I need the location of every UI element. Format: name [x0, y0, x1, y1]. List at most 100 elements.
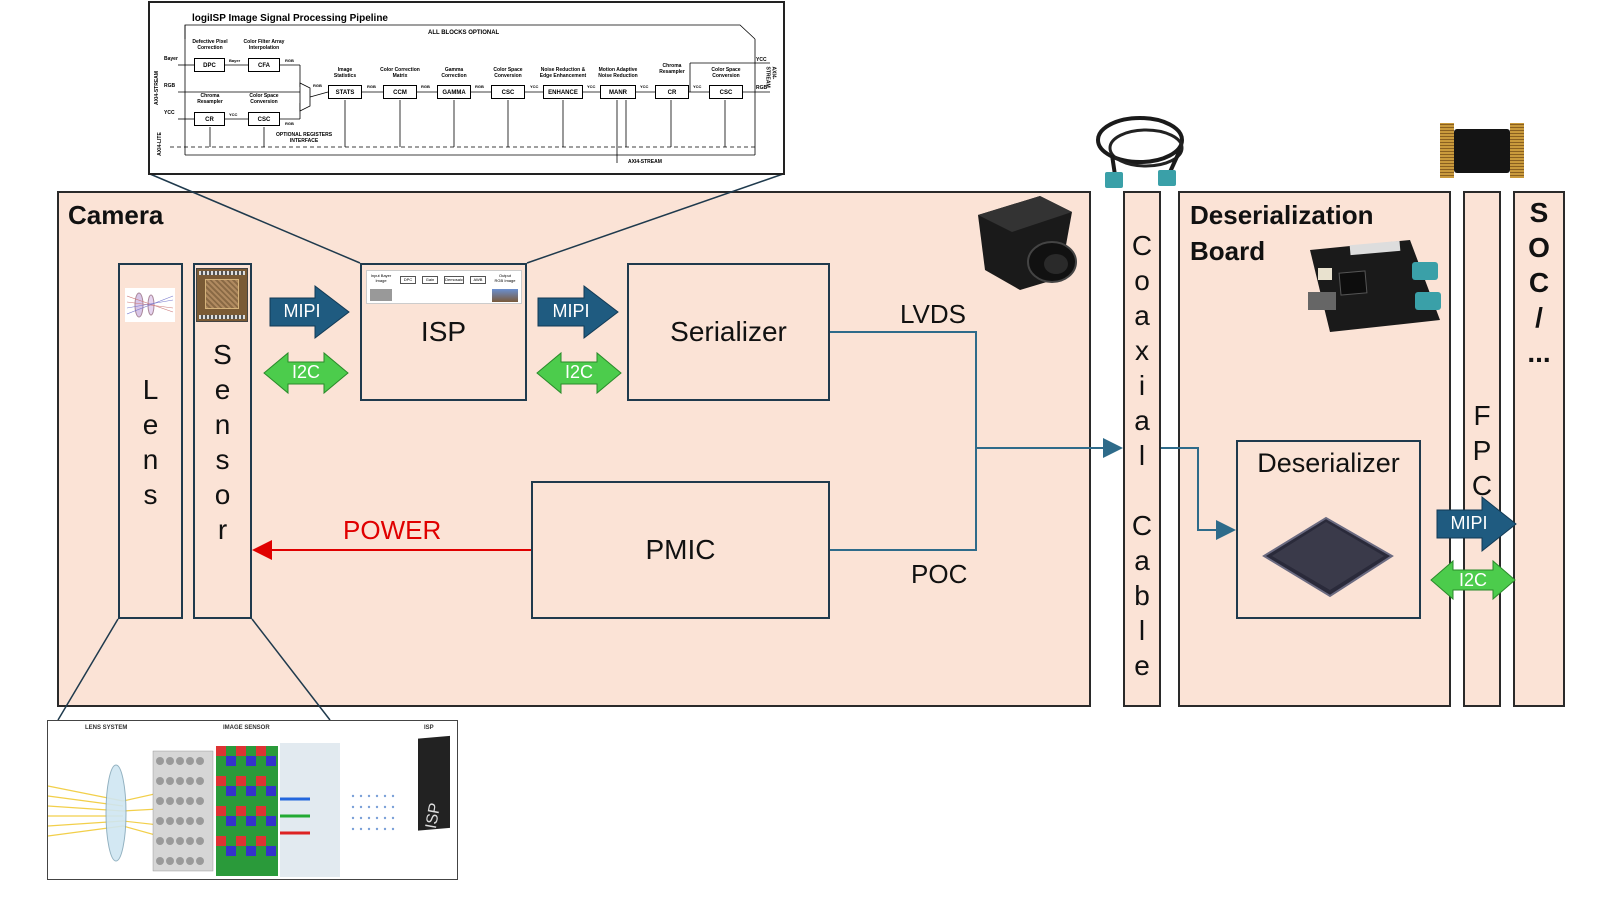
pipeline-caption-dpc: Defective Pixel Correction: [192, 39, 228, 51]
mipi-arrow-sensor-isp: [269, 284, 350, 340]
serializer-label: Serializer: [670, 316, 787, 347]
power-label: POWER: [343, 515, 442, 545]
pipeline-caption-stats: Image Statistics: [333, 67, 357, 79]
fpc-strip: [1463, 191, 1501, 707]
lvds-line: [830, 331, 977, 448]
i2c-arrow-deserializer-soc: [1430, 559, 1516, 601]
pipeline-caption-cfa: Color Filter Array Interpolation: [243, 39, 285, 51]
input-rgb-label: RGB: [164, 83, 176, 89]
sensor-block: [193, 263, 252, 619]
input-ycc-label: YCC: [164, 110, 175, 116]
pipeline-caption-cr-mid: Chroma Resampler: [659, 63, 685, 75]
serializer-block: [627, 263, 830, 401]
isp-caption: ISP: [424, 725, 434, 731]
output-ycc-label: YCC: [756, 57, 767, 63]
pipeline-block-cr-mid: CR: [655, 85, 689, 99]
pipeline-block-manr: MANR: [600, 85, 636, 99]
coax-to-deserializer-line: [1161, 447, 1236, 540]
i2c-label-1: I2C: [291, 362, 320, 382]
pipeline-caption-csc-mid: Color Space Conversion: [493, 67, 523, 79]
pipeline-block-enhance: ENHANCE: [543, 85, 583, 99]
mipi-arrow-deserializer-soc: [1436, 495, 1517, 553]
zoom-line-right: [526, 173, 784, 264]
mipi-label-1: MIPI: [283, 301, 321, 321]
pipeline-caption-ccm: Color Correction Matrix: [380, 67, 420, 79]
link-label: RGB: [285, 121, 294, 126]
zoom-line-bottom-left: [57, 618, 119, 721]
pipeline-caption-csc-right: Color Space Conversion: [711, 67, 741, 79]
pipeline-block-dpc: DPC: [194, 58, 225, 72]
sensor-chip-thumbnail: [196, 268, 248, 322]
pmic-label: PMIC: [645, 534, 716, 565]
i2c-arrow-sensor-isp: [263, 351, 349, 395]
isp-label: ISP: [420, 316, 467, 347]
link-label: YCC: [587, 84, 596, 89]
pipeline-block-ccm: CCM: [383, 85, 417, 99]
optional-registers-label: OPTIONAL REGISTERS INTERFACE: [276, 132, 333, 144]
link-label: YCC: [229, 112, 238, 117]
coaxial-cable-strip: [1123, 191, 1161, 707]
pipeline-block-csc-mid: CSC: [491, 85, 525, 99]
i2c-label-3: I2C: [1458, 570, 1487, 590]
axi4-stream-in-label: AXI4-STREAM: [153, 71, 160, 105]
lens-block: [118, 263, 183, 619]
link-label: RGB: [313, 83, 322, 88]
pipeline-caption-manr: Motion Adaptive Noise Reduction: [598, 67, 638, 79]
poc-label: POC: [911, 559, 968, 589]
pipeline-caption-enhance: Noise Reduction & Edge Enhancement: [539, 67, 587, 79]
pipeline-block-csc-left: CSC: [248, 112, 280, 126]
link-label: RGB: [285, 58, 294, 63]
lvds-label: LVDS: [900, 299, 966, 329]
mipi-arrow-isp-serializer: [537, 284, 619, 340]
all-blocks-optional: ALL BLOCKS OPTIONAL: [428, 30, 500, 36]
pipeline-block-cr-left: CR: [194, 112, 225, 126]
link-label: YCC: [640, 84, 649, 89]
isp-pipeline-figure: logiISP Image Signal Processing Pipeline…: [148, 1, 785, 175]
isp-pipeline-title: logiISP Image Signal Processing Pipeline: [192, 13, 388, 24]
lens-system-caption: LENS SYSTEM: [85, 725, 128, 731]
pipeline-block-cfa: CFA: [248, 58, 280, 72]
link-label: YCC: [530, 84, 539, 89]
pipeline-block-stats: STATS: [328, 85, 362, 99]
zoom-line-bottom-right: [251, 618, 331, 721]
axi4-stream-bottom-label: AXI4-STREAM: [628, 159, 662, 165]
pipeline-caption-csc-left: Color Space Conversion: [249, 93, 279, 105]
output-rgb-label: RGB: [756, 85, 768, 91]
link-label: RGB: [421, 84, 430, 89]
lens-system-illustration: [47, 735, 450, 877]
lens-system-figure: LENS SYSTEM IMAGE SENSOR ISP: [47, 720, 458, 880]
link-label: RGB: [475, 84, 484, 89]
pipeline-block-gamma: GAMMA: [437, 85, 471, 99]
pipeline-block-csc-right: CSC: [709, 85, 743, 99]
link-label: RGB: [367, 84, 376, 89]
poc-line: [830, 448, 977, 551]
input-bayer-label: Bayer: [164, 56, 178, 62]
soc-panel: [1513, 191, 1565, 707]
mipi-label-3: MIPI: [1450, 513, 1488, 533]
fpc-cable-photo: [1440, 123, 1524, 178]
image-sensor-caption: IMAGE SENSOR: [223, 725, 270, 731]
link-label: YCC: [693, 84, 702, 89]
deserializer-label: Deserializer: [1257, 448, 1400, 478]
link-label: Bayer: [229, 58, 241, 63]
lens-thumbnail: [125, 288, 175, 322]
pipeline-caption-cr-left: Chroma Resampler: [197, 93, 223, 105]
pmic-block: [531, 481, 830, 619]
mipi-label-2: MIPI: [552, 301, 590, 321]
camera-title: Camera: [68, 200, 164, 230]
deserialization-board-title: Deserialization Board: [1190, 200, 1374, 266]
i2c-arrow-isp-serializer: [536, 351, 622, 395]
axi4-lite-label: AXI4-LITE: [156, 132, 163, 156]
i2c-label-2: I2C: [564, 362, 593, 382]
zoom-line-left: [149, 173, 361, 264]
